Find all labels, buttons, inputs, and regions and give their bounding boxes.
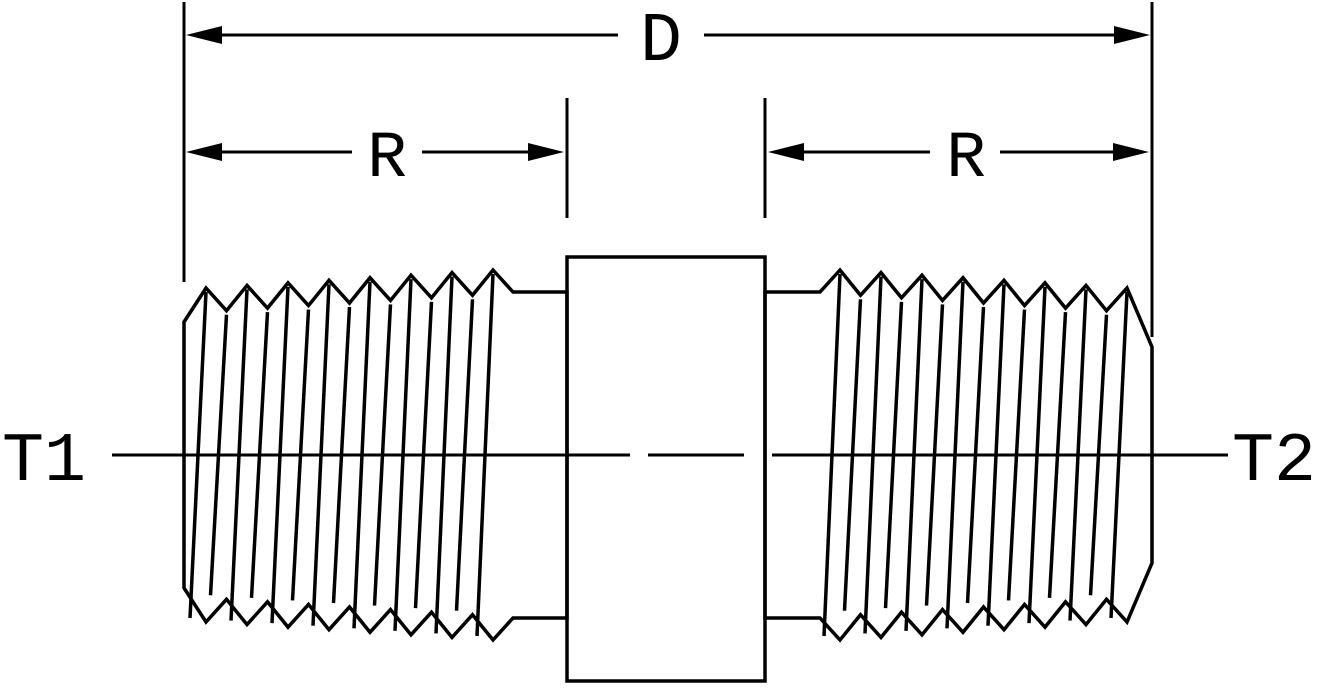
dimension-right-thread-length bbox=[763, 98, 1149, 218]
arrowhead-r2-right-icon bbox=[1113, 143, 1149, 161]
arrowhead-r1-right-icon bbox=[528, 143, 564, 161]
dim-label-overall-length: D bbox=[640, 3, 682, 82]
label-left-thread-callout: T1 bbox=[2, 423, 86, 502]
dimension-left-thread-length bbox=[186, 98, 569, 218]
arrowhead-r2-left-icon bbox=[768, 143, 804, 161]
arrowhead-r1-left-icon bbox=[186, 143, 222, 161]
dimension-overall-length bbox=[182, 2, 1154, 337]
label-right-thread-callout: T2 bbox=[1232, 423, 1316, 502]
dim-label-left-thread-length: R bbox=[367, 121, 407, 196]
dim-label-right-thread-length: R bbox=[946, 121, 986, 196]
right-thread-outline bbox=[763, 267, 1154, 643]
center-body bbox=[565, 255, 767, 683]
arrowhead-d-left-icon bbox=[186, 26, 222, 44]
arrowhead-d-right-icon bbox=[1114, 26, 1150, 44]
